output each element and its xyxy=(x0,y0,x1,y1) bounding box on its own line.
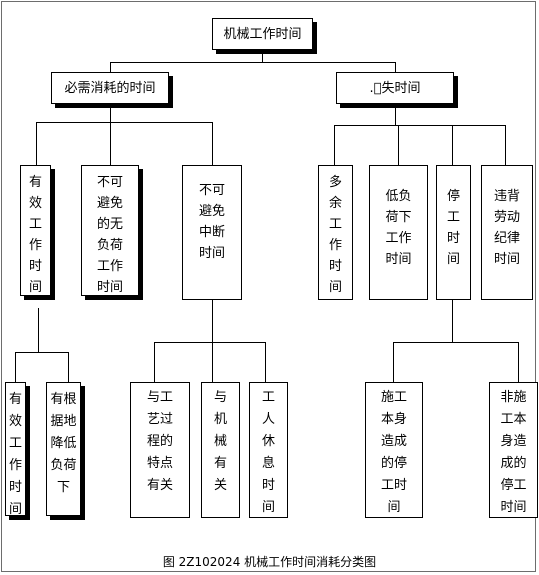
node-stop-work: 停工时间 xyxy=(436,165,471,300)
node-excess-work: 多余工作时间 xyxy=(318,165,353,300)
node-machine-related: 与机械有关 xyxy=(201,382,240,518)
node-effective-work: 有效工作时间 xyxy=(20,165,51,296)
node-label: 停工时间 xyxy=(446,189,460,267)
figure-caption: 图 2Z102024 机械工作时间消耗分类图 xyxy=(162,555,377,569)
node-label: 必需消耗的时间 xyxy=(64,80,156,96)
node-discipline: 违背劳动纪律时间 xyxy=(481,165,533,300)
node-label: 机械工作时间 xyxy=(223,26,302,42)
node-worker-rest: 工人休息时间 xyxy=(249,382,288,518)
node-effective-sub: 有效工作时间 xyxy=(5,382,26,517)
node-interrupt: 不可避免中断时间 xyxy=(182,165,242,300)
node-label: 违背劳动纪律时间 xyxy=(493,189,520,267)
node-low-load: 低负荷下工作时间 xyxy=(369,165,428,300)
node-loss-time: . 失时间 xyxy=(336,72,454,104)
node-non-construction-caused: 非施工本身造成的停工时间 xyxy=(489,382,538,518)
node-label: 不可避免的无负荷工作时间 xyxy=(96,175,123,295)
node-root: 机械工作时间 xyxy=(212,18,313,50)
node-label: 低负荷下工作时间 xyxy=(385,189,412,267)
node-label: 不可避免中断时间 xyxy=(198,183,225,261)
node-label: 与工艺过程的特点有关 xyxy=(146,390,173,493)
node-reduced-load: 有根据地降低负荷下 xyxy=(46,382,81,516)
node-label: 施工本身造成的停工时间 xyxy=(380,390,407,515)
node-label: 与机械有关 xyxy=(213,390,227,493)
node-label: 工人休息时间 xyxy=(261,390,275,515)
node-label: 有效工作时间 xyxy=(8,392,22,517)
node-necessary-time: 必需消耗的时间 xyxy=(51,72,169,104)
node-label: . 失时间 xyxy=(369,80,421,96)
node-label: 有效工作时间 xyxy=(28,175,42,295)
node-process-related: 与工艺过程的特点有关 xyxy=(130,382,190,518)
node-label: 多余工作时间 xyxy=(328,175,342,295)
node-no-load-work: 不可避免的无负荷工作时间 xyxy=(81,165,139,296)
node-label: 有根据地降低负荷下 xyxy=(50,392,77,495)
node-construction-caused: 施工本身造成的停工时间 xyxy=(365,382,423,518)
node-label: 非施工本身造成的停工时间 xyxy=(500,390,527,515)
